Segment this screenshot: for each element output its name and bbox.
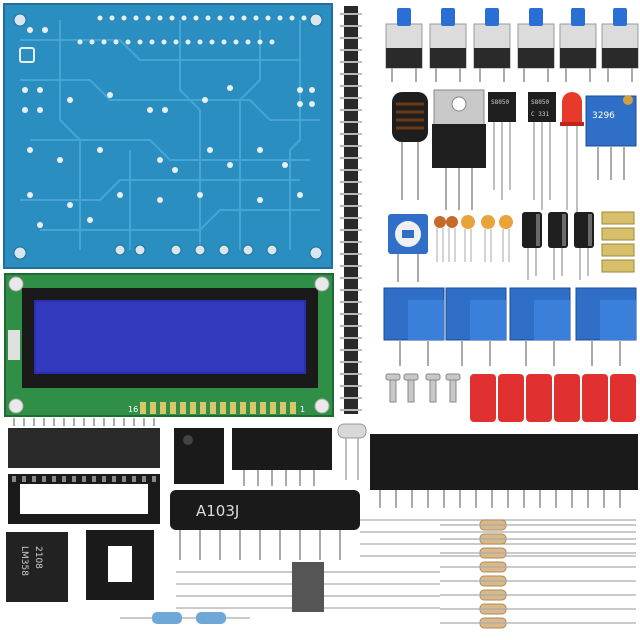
push-button-6 (601, 8, 639, 82)
push-button-1 (385, 8, 423, 82)
dc-power-jack (174, 428, 224, 484)
potentiometer-4 (575, 287, 637, 366)
crystal-oscillator (337, 423, 367, 480)
ic-socket-40 (8, 474, 160, 524)
trimmer-code-label: 3296 (592, 111, 615, 121)
small-relay: 2108 LM358 (6, 532, 68, 602)
pin-header-strip (340, 6, 362, 414)
lcd-module: 16 1 (4, 273, 334, 417)
small-trimmer (388, 214, 428, 282)
red-button-caps (470, 374, 636, 422)
angled-header (232, 428, 332, 486)
resistor-network: A103J (170, 490, 360, 560)
voltage-regulator (432, 89, 486, 210)
relay-code-label: 2108 (33, 546, 43, 569)
potentiometer-1 (383, 287, 445, 366)
transistor-1: S8050 (488, 92, 516, 200)
inductor (392, 92, 428, 200)
potentiometer-2 (445, 287, 507, 366)
ic-code-label: LM358 (19, 546, 29, 576)
axial-components (120, 519, 636, 629)
dip-ic-40 (8, 418, 160, 468)
push-button-2 (429, 8, 467, 82)
red-led (560, 92, 584, 220)
transistor-code-label: C 331 (531, 111, 549, 118)
ceramic-capacitors (434, 215, 513, 262)
push-button-5 (559, 8, 597, 82)
screws (385, 373, 461, 403)
potentiometer-3 (509, 287, 571, 366)
blue-potentiometers (383, 287, 637, 366)
crystal-stack (601, 211, 635, 273)
female-header (370, 434, 638, 508)
resistor-network-label: A103J (196, 502, 239, 520)
ic-socket-8 (86, 530, 154, 600)
blue-pcb (3, 3, 333, 269)
transistor-2-label: S8050 (531, 99, 549, 106)
push-button-3 (473, 8, 511, 82)
push-button-4 (517, 8, 555, 82)
trimmer-pot: 3296 (585, 95, 637, 180)
electrolytic-capacitors (522, 212, 594, 280)
transistor-1-label: S8050 (491, 99, 509, 106)
transistor-2: S8050 C 331 (528, 92, 556, 210)
lcd-pin-1-label: 1 (300, 405, 305, 414)
lcd-pin-16-label: 16 (128, 405, 138, 414)
push-buttons (385, 8, 639, 82)
